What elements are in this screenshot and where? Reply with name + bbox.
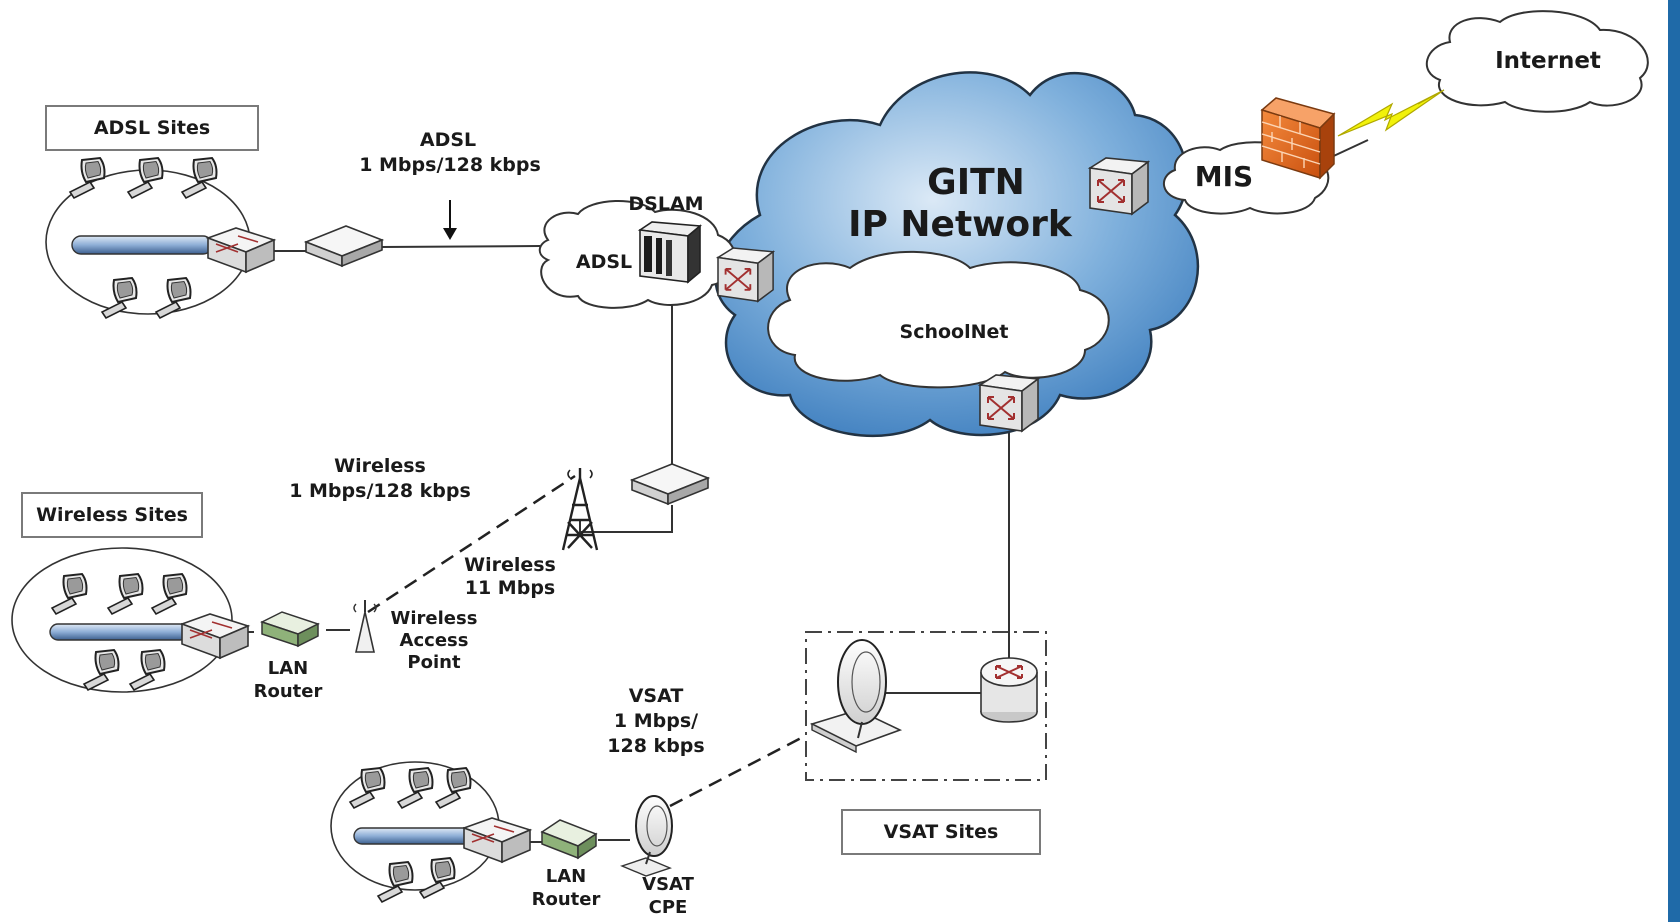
wireless-modem-icon <box>631 463 709 505</box>
vsat-sites-box <box>841 809 1041 855</box>
vsat-switch-icon <box>463 817 531 863</box>
schoolnet-label: SchoolNet <box>900 321 1009 343</box>
wireless-sites-label: Wireless Sites <box>36 504 188 526</box>
wireless-link-speed: 1 Mbps/128 kbps <box>289 480 471 502</box>
vsat-link-line3: 128 kbps <box>607 735 704 757</box>
wireless-site <box>11 547 377 693</box>
wireless-sites-box <box>21 492 203 538</box>
gitn-label-line2: IP Network <box>848 204 1073 245</box>
vsat-remote-site <box>330 761 673 903</box>
wap-label-line3: Point <box>407 652 461 673</box>
vsat-hub-dish-icon <box>809 639 903 754</box>
lightning-icon <box>1337 89 1445 137</box>
adsl-link-title: ADSL <box>420 129 476 151</box>
firewall-icon <box>1260 97 1336 180</box>
right-edge-bar <box>1668 0 1680 922</box>
wireless-access-point-icon <box>353 600 377 653</box>
internet-label: Internet <box>1495 48 1601 74</box>
vsat-hub <box>805 631 1047 781</box>
wireless-11-title: Wireless <box>464 554 556 576</box>
wireless-tower-icon <box>561 468 599 551</box>
vsat-hub-router-icon <box>980 657 1038 723</box>
adsl-edge-router-icon <box>717 247 775 303</box>
mis-label: MIS <box>1195 160 1253 193</box>
vsat-link-line1: VSAT <box>629 685 684 707</box>
gitn-label-line1: GITN <box>927 162 1025 203</box>
vsat-sites-label: VSAT Sites <box>884 821 999 843</box>
vsat-lan-router-icon <box>540 819 598 860</box>
wireless-switch-icon <box>181 613 249 659</box>
dslam-label: DSLAM <box>628 193 703 215</box>
vsat-link-line2: 1 Mbps/ <box>614 710 698 732</box>
adsl-sites-box <box>45 105 259 151</box>
dslam-icon <box>637 221 703 284</box>
wap-label-line1: Wireless <box>391 608 478 629</box>
adsl-cloud <box>538 200 737 309</box>
vsat-lan-router-label-line2: Router <box>532 889 601 910</box>
schoolnet-router-icon <box>979 374 1039 432</box>
adsl-cloud-label: ADSL <box>576 251 632 273</box>
wap-label-line2: Access <box>400 630 469 651</box>
wireless-lan-router-label-line2: Router <box>254 681 323 702</box>
vsat-cpe-dish-icon <box>620 795 673 877</box>
vsat-cpe-label-line1: VSAT <box>642 874 694 895</box>
wireless-lan-router-icon <box>260 611 320 648</box>
adsl-link-speed: 1 Mbps/128 kbps <box>359 154 541 176</box>
vsat-lan-router-label-line1: LAN <box>546 866 586 887</box>
wireless-link-title: Wireless <box>334 455 426 477</box>
internet-cloud <box>1425 10 1649 113</box>
adsl-sites-label: ADSL Sites <box>94 117 210 139</box>
adsl-modem-icon <box>305 225 383 267</box>
wireless-lan-router-label-line1: LAN <box>268 658 308 679</box>
adsl-switch-icon <box>207 227 275 273</box>
mis-router-icon <box>1089 157 1149 215</box>
schoolnet-cloud <box>767 250 1110 389</box>
vsat-cpe-label-line2: CPE <box>649 897 688 918</box>
wireless-11-speed: 11 Mbps <box>465 577 555 599</box>
adsl-site <box>45 157 383 319</box>
